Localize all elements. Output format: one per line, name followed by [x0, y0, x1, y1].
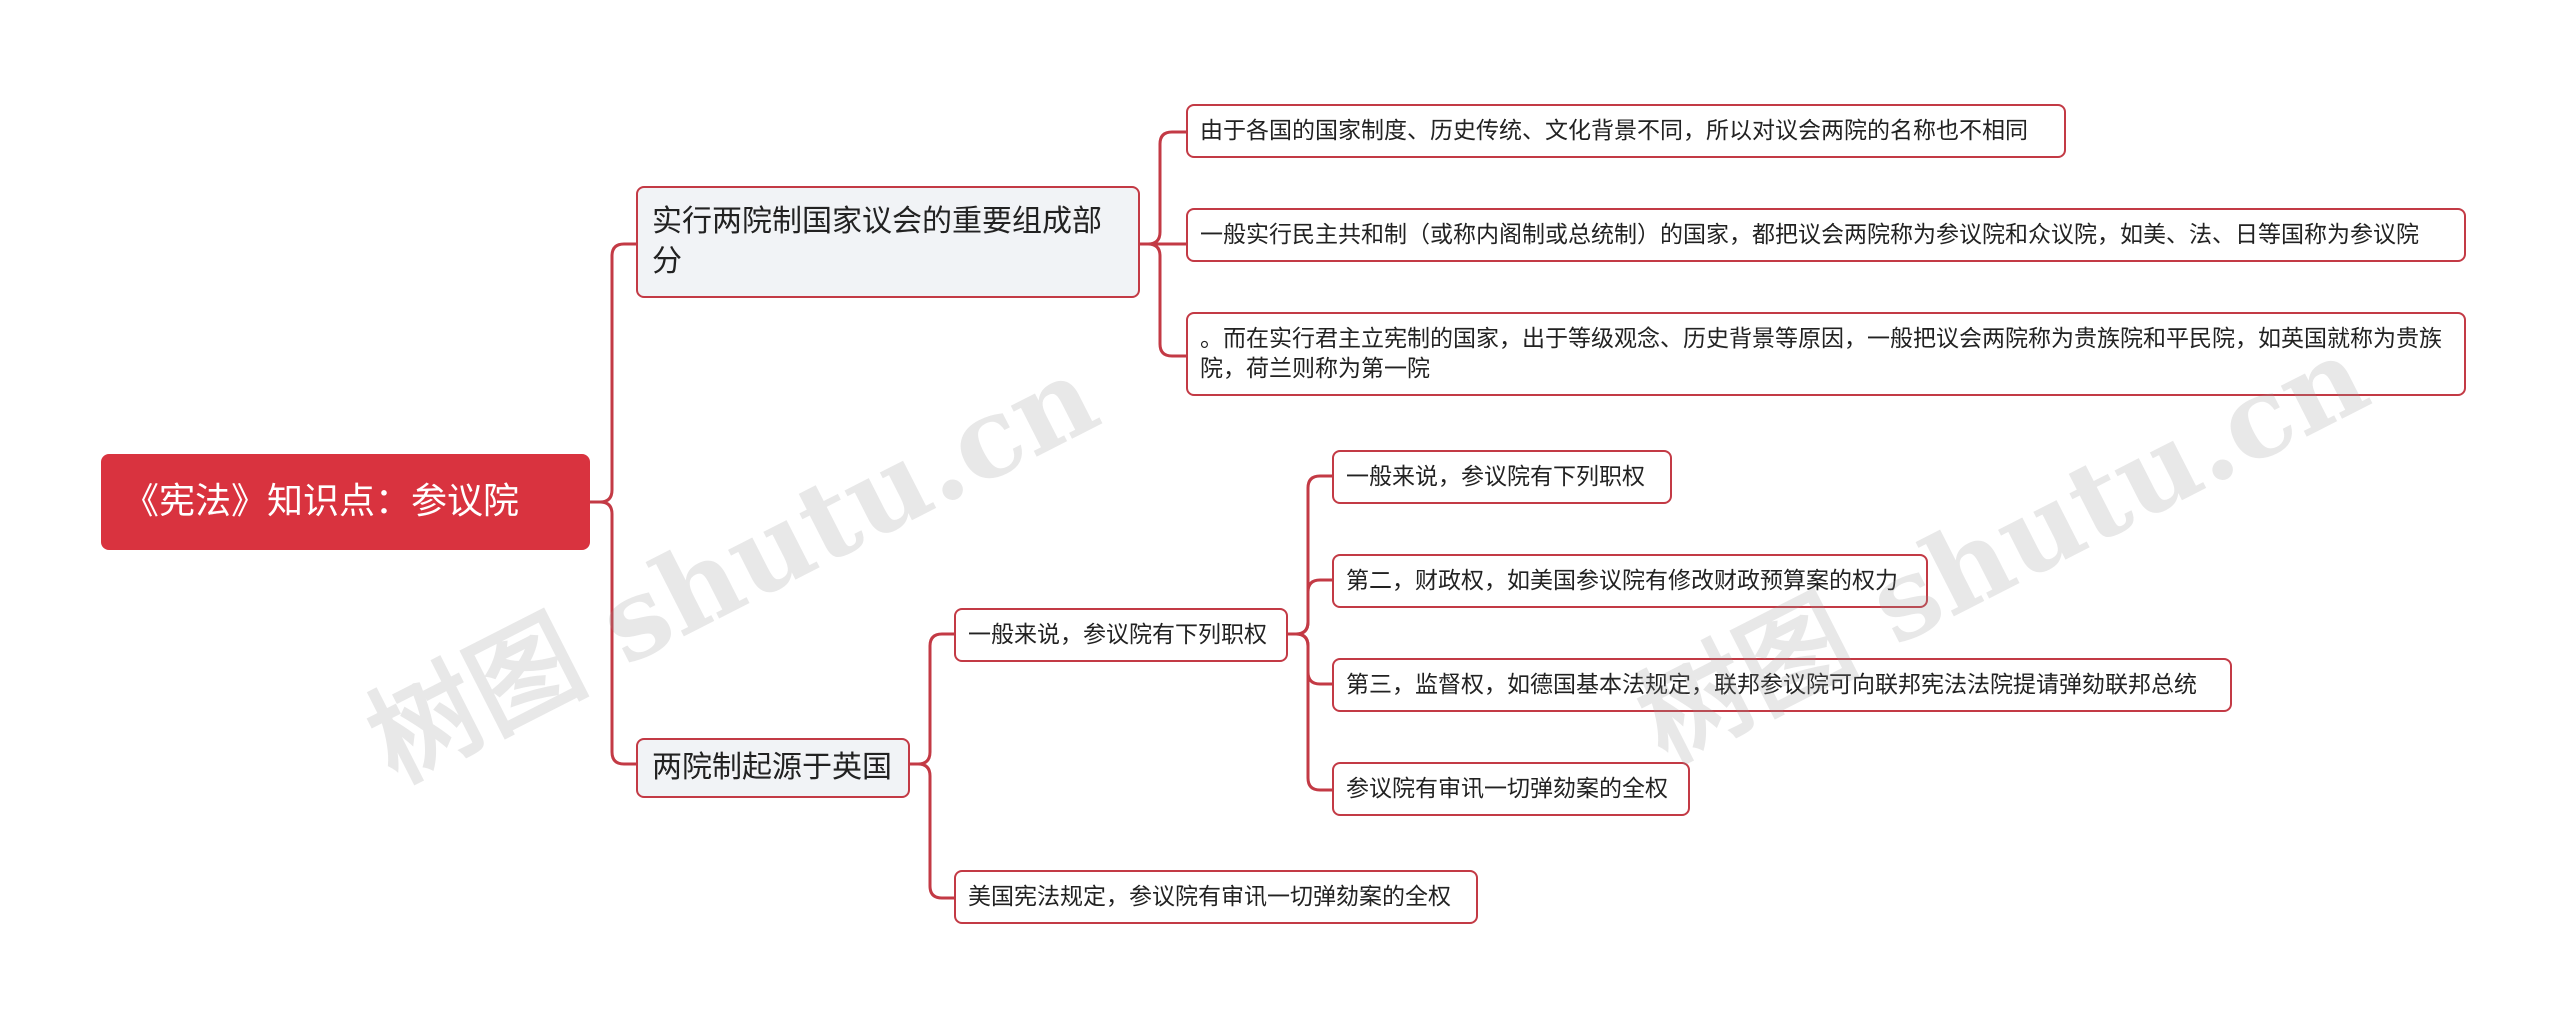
- leaf-node-2-1-3[interactable]: 第三，监督权，如德国基本法规定，联邦参议院可向联邦宪法法院提请弹劾联邦总统: [1332, 658, 2232, 712]
- leaf-2-1-2-label: 第二，财政权，如美国参议院有修改财政预算案的权力: [1346, 567, 1898, 594]
- connector-sub-leaf3: [1286, 632, 1334, 686]
- leaf-node-2-1-1[interactable]: 一般来说，参议院有下列职权: [1332, 450, 1672, 504]
- leaf-node-1-1[interactable]: 由于各国的国家制度、历史传统、文化背景不同，所以对议会两院的名称也不相同: [1186, 104, 2066, 158]
- leaf-2-2-label: 美国宪法规定，参议院有审讯一切弹劾案的全权: [968, 883, 1451, 910]
- connector-root-branch1: [588, 242, 638, 504]
- leaf-node-1-3[interactable]: 。而在实行君主立宪制的国家，出于等级观念、历史背景等原因，一般把议会两院称为贵族…: [1186, 312, 2466, 396]
- leaf-2-1-4-label: 参议院有审讯一切弹劾案的全权: [1346, 775, 1668, 802]
- branch-node-2[interactable]: 两院制起源于英国: [636, 738, 910, 798]
- branch-1-label: 实行两院制国家议会的重要组成部分: [652, 204, 1102, 279]
- connector-root-branch2: [588, 500, 638, 766]
- connector-sub-leaf2: [1286, 578, 1334, 636]
- leaf-1-3-label: 。而在实行君主立宪制的国家，出于等级观念、历史背景等原因，一般把议会两院称为贵族…: [1200, 325, 2442, 382]
- connector-branch2-leaf: [908, 762, 956, 900]
- root-label: 《宪法》知识点：参议院: [123, 481, 520, 523]
- leaf-1-2-label: 一般实行民主共和制（或称内阁制或总统制）的国家，都把议会两院称为参议院和众议院，…: [1200, 221, 2419, 248]
- connector-branch2-sub: [908, 632, 956, 766]
- leaf-node-2-1-2[interactable]: 第二，财政权，如美国参议院有修改财政预算案的权力: [1332, 554, 1928, 608]
- connector-branch1-leaf1: [1138, 130, 1188, 246]
- leaf-node-2-1-4[interactable]: 参议院有审讯一切弹劾案的全权: [1332, 762, 1690, 816]
- leaf-2-1-3-label: 第三，监督权，如德国基本法规定，联邦参议院可向联邦宪法法院提请弹劾联邦总统: [1346, 671, 2197, 698]
- leaf-2-1-1-label: 一般来说，参议院有下列职权: [1346, 463, 1645, 490]
- connector-branch1-leaf3: [1138, 242, 1188, 358]
- leaf-node-2-2[interactable]: 美国宪法规定，参议院有审讯一切弹劾案的全权: [954, 870, 1478, 924]
- branch-2-label: 两院制起源于英国: [652, 750, 892, 786]
- branch-node-1[interactable]: 实行两院制国家议会的重要组成部分: [636, 186, 1140, 298]
- connector-sub-leaf1: [1286, 474, 1334, 636]
- sub-node-2-1[interactable]: 一般来说，参议院有下列职权: [954, 608, 1288, 662]
- leaf-1-1-label: 由于各国的国家制度、历史传统、文化背景不同，所以对议会两院的名称也不相同: [1200, 117, 2028, 144]
- leaf-node-1-2[interactable]: 一般实行民主共和制（或称内阁制或总统制）的国家，都把议会两院称为参议院和众议院，…: [1186, 208, 2466, 262]
- sub-2-1-label: 一般来说，参议院有下列职权: [968, 621, 1267, 648]
- root-node[interactable]: 《宪法》知识点：参议院: [101, 454, 590, 550]
- connector-sub-leaf4: [1286, 632, 1334, 792]
